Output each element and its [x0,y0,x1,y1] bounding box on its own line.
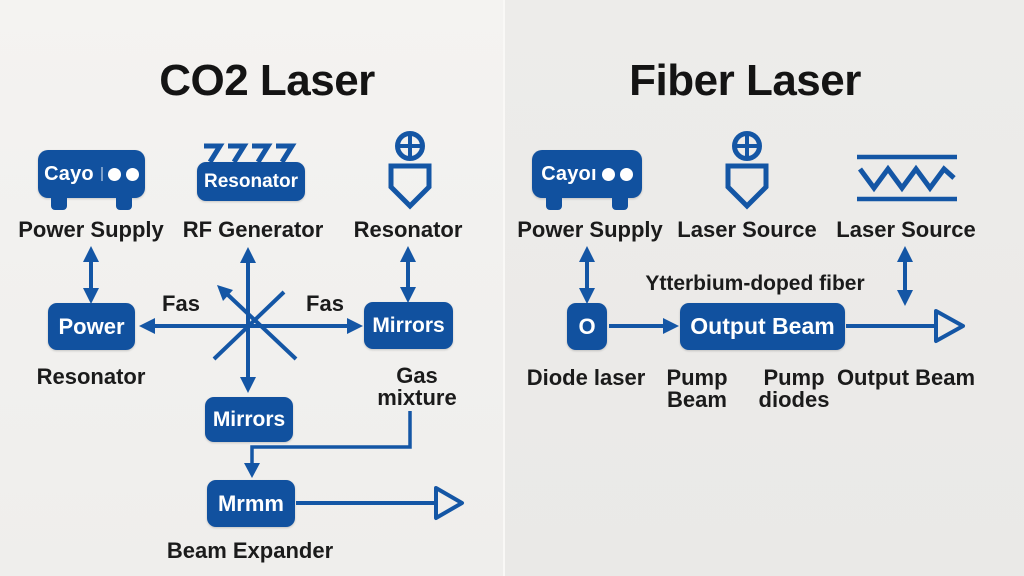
device-leg [612,196,628,210]
power-supply-icon: Cayoı [532,150,642,210]
mirrors-center-box: Mirrors [205,397,293,442]
power-supply-label: Power Supply [18,217,164,242]
power-supply-label: Power Supply [517,217,663,242]
device-leg [546,196,562,210]
fiber-laser-title: Fiber Laser [629,56,861,105]
beam-expander-box: Mrmm [207,480,295,527]
laser-source-label: Laser Source [836,217,976,242]
output-beam-label: Output Beam [836,365,976,390]
device-brand-text: Cayo [44,162,94,185]
device-knob-icon [107,167,121,181]
device-leg [116,196,132,210]
device-knob-icon [125,167,139,181]
mirrors-right-box: Mirrors [364,302,453,349]
gas-mixture-label: Gas mixture [377,363,457,410]
power-supply-body: Cayo [38,150,145,198]
fas-right-label: Fas [306,291,344,316]
crosshair-icon [395,131,425,161]
diode-laser-label: Diode laser [526,365,646,390]
fiber-zigzag-icon [857,154,957,202]
beam-expander-label: Beam Expander [166,538,334,563]
power-resonator-sublabel: Resonator [36,364,146,389]
rf-generator-label: RF Generator [182,217,324,242]
panel-divider [503,0,505,576]
ytterbium-fiber-label: Ytterbium-doped fiber [645,272,865,295]
pump-beam-label: Pump Beam [666,365,728,412]
rf-generator-box: Resonator [197,162,305,201]
rf-zigzag-icon [204,143,297,164]
device-knob-icon [619,167,633,181]
power-box: Power [48,303,135,350]
output-beam-box: Output Beam [680,303,845,350]
pump-diodes-label: Pump diodes [758,365,830,412]
shield-icon [725,163,769,210]
device-tick-mark [100,167,103,181]
resonator-label: Resonator [353,217,463,242]
crosshair-icon [732,131,762,161]
fas-left-label: Fas [162,291,200,316]
power-supply-icon: Cayo [38,150,145,210]
device-knob-icon [601,167,615,181]
co2-laser-title: CO2 Laser [159,56,375,105]
diode-laser-box: O [567,303,607,350]
laser-source-label: Laser Source [677,217,817,242]
power-supply-body: Cayoı [532,150,642,198]
shield-icon [388,163,432,210]
device-brand-text: Cayoı [541,162,597,185]
device-leg [51,196,67,210]
